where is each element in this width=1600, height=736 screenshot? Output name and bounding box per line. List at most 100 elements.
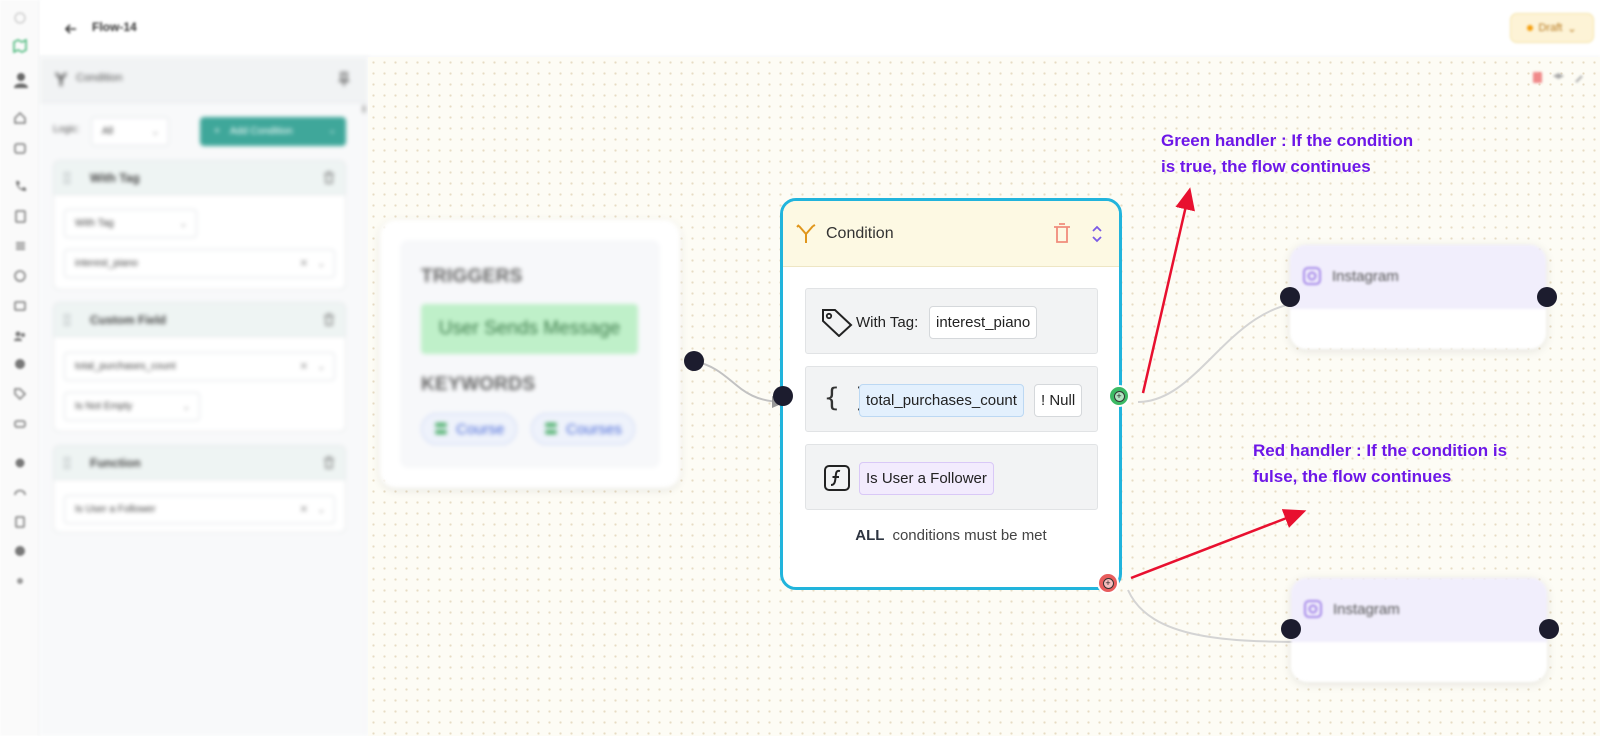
keyword-label: Course [456,420,505,438]
clear-icon[interactable]: ✕ [299,258,308,269]
book-icon[interactable] [12,514,28,530]
inbox-icon[interactable] [12,140,28,156]
plus-circle-icon: + [1113,390,1125,402]
equals-icon: 〓 [434,421,448,437]
condition-branch-icon [795,223,817,250]
chevron-down-icon: ⌄ [179,218,187,228]
message-icon[interactable] [12,298,28,314]
instagram-output-handle[interactable] [1539,619,1559,639]
false-branch-handle[interactable]: + [1097,572,1119,594]
chevron-down-icon: ⌄ [1567,22,1577,35]
tag-condition-row[interactable]: With Tag: interest_piano [805,288,1098,354]
trigger-node[interactable]: TRIGGERS User Sends Message KEYWORDS 〓Co… [380,220,680,488]
canvas-toolbar [1531,71,1586,89]
pin-icon[interactable] [338,71,350,92]
gear-icon[interactable] [12,543,28,559]
red-handler-annotation: Red handler : If the condition is fulse,… [1253,438,1507,490]
user-avatar-icon[interactable] [12,72,28,88]
keyword-label: Courses [566,420,622,438]
calculator-icon[interactable] [12,208,28,224]
trash-icon[interactable] [323,171,335,189]
condition-input-handle[interactable] [773,386,793,406]
logic-label: Logic: [53,124,80,135]
all-conditions-text: conditions must be met [892,527,1047,544]
function-condition-row[interactable]: Is User a Follower [805,444,1098,510]
tag-icon[interactable] [12,386,28,402]
select-value: Is User a Follower [75,504,156,515]
condition-branch-icon [52,70,70,93]
flow-name[interactable]: Flow-14 [92,20,137,34]
instagram-node-true[interactable]: Instagram [1290,245,1546,349]
function-icon [823,464,851,497]
instagram-icon [1302,266,1322,291]
condition-node[interactable]: Condition With Tag: interest_piano { } t… [780,198,1122,590]
expand-collapse-icon[interactable] [1091,225,1103,248]
instagram-icon [1303,599,1323,624]
drag-handle[interactable] [64,314,70,326]
add-condition-label: Add Condition [229,126,293,137]
chevron-down-icon: ⌄ [328,125,336,135]
headset-icon[interactable] [12,485,28,501]
top-bar: Flow-14 Draft ⌄ [40,0,1600,57]
chevron-down-icon: ⌄ [317,504,325,514]
instagram-node-title: Instagram [1333,601,1400,618]
logic-select[interactable]: All⌄ [91,117,169,146]
list-icon[interactable] [12,238,28,254]
panel-title: Condition [76,72,123,84]
chat-icon[interactable] [12,268,28,284]
card-title: Custom Field [90,313,167,327]
contacts-icon[interactable] [12,328,28,344]
custom-field-select[interactable]: total_purchases_count✕⌄ [64,352,335,381]
close-icon[interactable] [12,10,28,26]
clear-icon[interactable]: ✕ [299,361,308,372]
tag-condition-label: With Tag: [856,314,919,331]
layers-icon[interactable] [1552,71,1565,89]
trash-icon[interactable] [323,313,335,331]
chevron-down-icon: ⌄ [182,401,190,411]
tag-select[interactable]: interest_piano✕⌄ [64,249,335,278]
panel-scrollbar[interactable] [362,105,366,113]
operator-select[interactable]: Is Not Empty⌄ [64,392,200,421]
instagram-node-false[interactable]: Instagram [1291,578,1547,682]
drag-handle[interactable] [64,457,70,469]
trigger-inner: TRIGGERS User Sends Message KEYWORDS 〓Co… [400,240,660,468]
broadcast-icon[interactable] [12,356,28,372]
drag-handle[interactable] [64,172,70,184]
tag-icon [820,307,854,342]
tag-value-chip: interest_piano [929,306,1038,339]
equals-icon: 〓 [544,421,558,437]
instagram-output-handle[interactable] [1537,287,1557,307]
chevron-down-icon: ⌄ [317,258,325,268]
phone-icon[interactable] [12,178,28,194]
map-icon[interactable] [12,38,28,54]
trigger-output-handle[interactable] [684,351,704,371]
add-condition-button[interactable]: +Add Condition⌄ [200,117,346,146]
clear-icon[interactable]: ✕ [299,504,308,515]
instagram-input-handle[interactable] [1280,287,1300,307]
instagram-input-handle[interactable] [1281,619,1301,639]
home-icon[interactable] [12,110,28,126]
card-icon[interactable] [12,416,28,432]
field-name-chip: total_purchases_count [859,384,1024,417]
chevron-down-icon: ⌄ [151,126,159,136]
status-dropdown[interactable]: Draft ⌄ [1510,13,1594,43]
select-value: With Tag [75,218,114,229]
custom-field-condition-row[interactable]: { } total_purchases_count ! Null [805,366,1098,432]
panel-header: Condition [40,57,368,103]
true-branch-handle[interactable]: + [1108,385,1130,407]
trash-icon[interactable] [323,456,335,474]
wrench-icon[interactable] [1573,71,1586,89]
pdf-icon[interactable] [1531,71,1544,89]
sparkle-icon[interactable] [12,573,28,589]
trash-icon[interactable] [1053,223,1071,248]
select-value: total_purchases_count [75,361,176,372]
left-rail [0,0,40,736]
triggers-heading: TRIGGERS [421,266,523,287]
condition-type-select[interactable]: With Tag ⌄ [64,209,197,238]
settings-icon[interactable] [12,455,28,471]
green-handler-annotation: Green handler : If the condition is true… [1161,128,1413,180]
function-select[interactable]: Is User a Follower ✕ ⌄ [64,495,335,524]
keyword-chip: 〓 Course [421,413,518,445]
back-arrow-icon[interactable] [62,20,80,38]
condition-node-title: Condition [826,225,894,242]
